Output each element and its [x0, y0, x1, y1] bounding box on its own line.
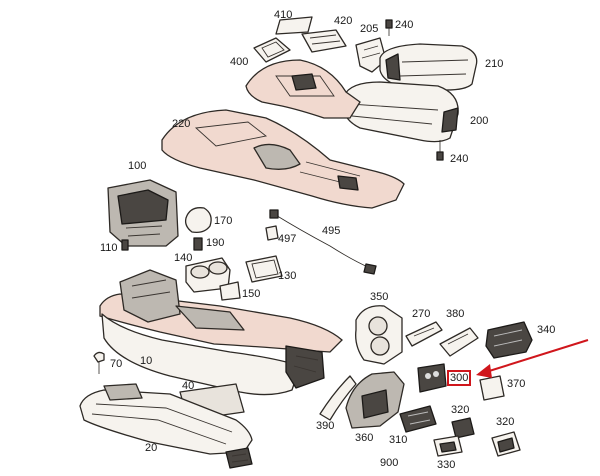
part-240-screw — [385, 19, 393, 36]
callout-140: 140 — [174, 252, 193, 264]
part-400-frame — [253, 37, 291, 63]
callout-370: 370 — [507, 378, 526, 390]
highlight-arrow — [476, 339, 589, 378]
callout-497: 497 — [278, 233, 297, 245]
part-380-switch-strip — [439, 327, 479, 357]
callout-300-highlighted: 300 — [447, 370, 472, 386]
callout-270: 270 — [412, 308, 431, 320]
part-100-holder-assembly — [107, 179, 179, 247]
callout-40: 40 — [182, 380, 195, 392]
callout-100: 100 — [128, 160, 147, 172]
part-130-tray — [245, 255, 283, 283]
callout-130: 130 — [278, 270, 297, 282]
callout-340: 340 — [537, 324, 556, 336]
callout-900: 900 — [380, 457, 399, 469]
part-210-armrest-lid — [379, 43, 478, 91]
part-240-screw-lower — [436, 140, 444, 161]
part-170-knob — [184, 207, 212, 234]
part-390-strip — [319, 375, 357, 421]
part-495-cable — [269, 209, 377, 275]
part-220-console-trim — [161, 109, 405, 209]
callout-240-lower: 240 — [450, 153, 469, 165]
callout-410: 410 — [274, 9, 293, 21]
callout-400: 400 — [230, 56, 249, 68]
part-220-upper-trim — [245, 59, 361, 119]
callout-310: 310 — [389, 434, 408, 446]
part-900-connector — [225, 447, 253, 469]
callout-170: 170 — [214, 215, 233, 227]
part-340-module — [485, 321, 533, 359]
part-360-panel — [345, 371, 405, 429]
part-350-bezel — [355, 305, 403, 365]
part-20-lower-duct — [79, 383, 253, 455]
part-320-switch-a — [451, 417, 475, 439]
callout-420: 420 — [334, 15, 353, 27]
callout-150: 150 — [242, 288, 261, 300]
part-420-pad — [301, 29, 347, 53]
part-370-cover — [479, 375, 505, 401]
callout-10: 10 — [140, 355, 153, 367]
callout-240-top: 240 — [395, 19, 414, 31]
part-330-connector — [433, 435, 463, 457]
part-320-switch-b — [491, 431, 521, 457]
part-110-screw — [121, 239, 129, 251]
callout-205: 205 — [360, 23, 379, 35]
callout-495: 495 — [322, 225, 341, 237]
callout-200: 200 — [470, 115, 489, 127]
part-497-clip — [265, 225, 279, 241]
part-200-armrest — [343, 81, 459, 143]
part-410-cover — [275, 16, 313, 35]
callout-20: 20 — [145, 442, 158, 454]
callout-390: 390 — [316, 420, 335, 432]
callout-210: 210 — [485, 58, 504, 70]
part-205-bracket — [355, 37, 387, 73]
callout-220: 220 — [172, 118, 191, 130]
callout-110: 110 — [100, 242, 118, 254]
part-300-switch — [417, 363, 447, 393]
callout-330: 330 — [437, 459, 456, 471]
part-310-switch — [399, 405, 437, 433]
callout-70: 70 — [110, 358, 123, 370]
callout-360: 360 — [355, 432, 374, 444]
part-270-switch-strip — [405, 321, 443, 347]
callout-320-b: 320 — [496, 416, 515, 428]
part-150-insert — [219, 281, 241, 301]
part-10-console-body — [99, 269, 343, 396]
part-190-clip — [193, 237, 203, 251]
callout-350: 350 — [370, 291, 389, 303]
callout-320-a: 320 — [451, 404, 470, 416]
callout-190: 190 — [206, 237, 225, 249]
part-70-screw — [93, 351, 105, 374]
callout-380: 380 — [446, 308, 465, 320]
